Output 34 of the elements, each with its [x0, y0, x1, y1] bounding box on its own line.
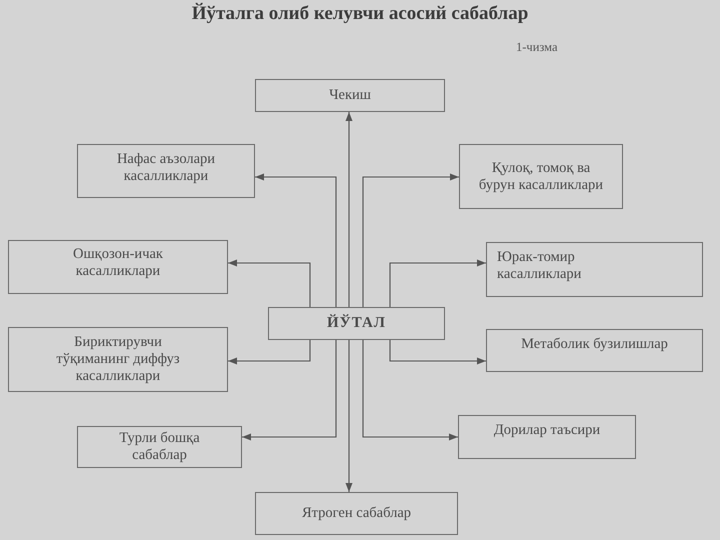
- connector-arrow: [346, 340, 352, 492]
- box-label: Қулоқ, томоқ ва бурун касалликлари: [478, 160, 604, 194]
- diagram-title: Йўталга олиб келувчи асосий сабаблар: [192, 3, 528, 25]
- box-label: Метаболик бузилишлар: [521, 336, 668, 353]
- box-label: Ятроген сабаблар: [302, 505, 412, 522]
- box-label: Дорилар таъсири: [494, 422, 600, 439]
- box-label: Ошқозон-ичак касалликлари: [72, 246, 164, 280]
- cause-box: [255, 79, 445, 112]
- box-label: Нафас аъзолари касалликлари: [116, 151, 216, 185]
- cause-box: [77, 144, 255, 198]
- cause-box: [458, 415, 636, 459]
- cause-box: [8, 240, 228, 294]
- connector-arrow: [362, 340, 458, 440]
- cause-box: [268, 307, 445, 340]
- connector-arrow: [255, 174, 337, 307]
- connector-arrow: [228, 340, 311, 364]
- connector-arrow: [242, 340, 337, 440]
- box-label: Турли бошқа сабаблар: [118, 430, 201, 464]
- central-label: ЙЎТАЛ: [327, 315, 386, 332]
- connector-arrow: [389, 340, 486, 364]
- connector-arrow: [389, 260, 486, 307]
- cause-box: [77, 426, 242, 468]
- cause-box: [255, 492, 458, 535]
- connector-arrow: [346, 112, 352, 307]
- box-label: Чекиш: [329, 87, 371, 104]
- box-label: Бириктирувчи тўқиманинг диффуз касалликлари: [55, 334, 181, 385]
- figure-number: 1-чизма: [516, 40, 558, 55]
- cause-box: [8, 327, 228, 392]
- cause-box: [486, 329, 703, 372]
- box-label: Юрак-томир касалликлари: [497, 249, 582, 283]
- cause-box: [486, 242, 703, 297]
- connector-arrow: [362, 174, 459, 307]
- connector-arrow: [228, 260, 311, 307]
- cause-box: [459, 144, 623, 209]
